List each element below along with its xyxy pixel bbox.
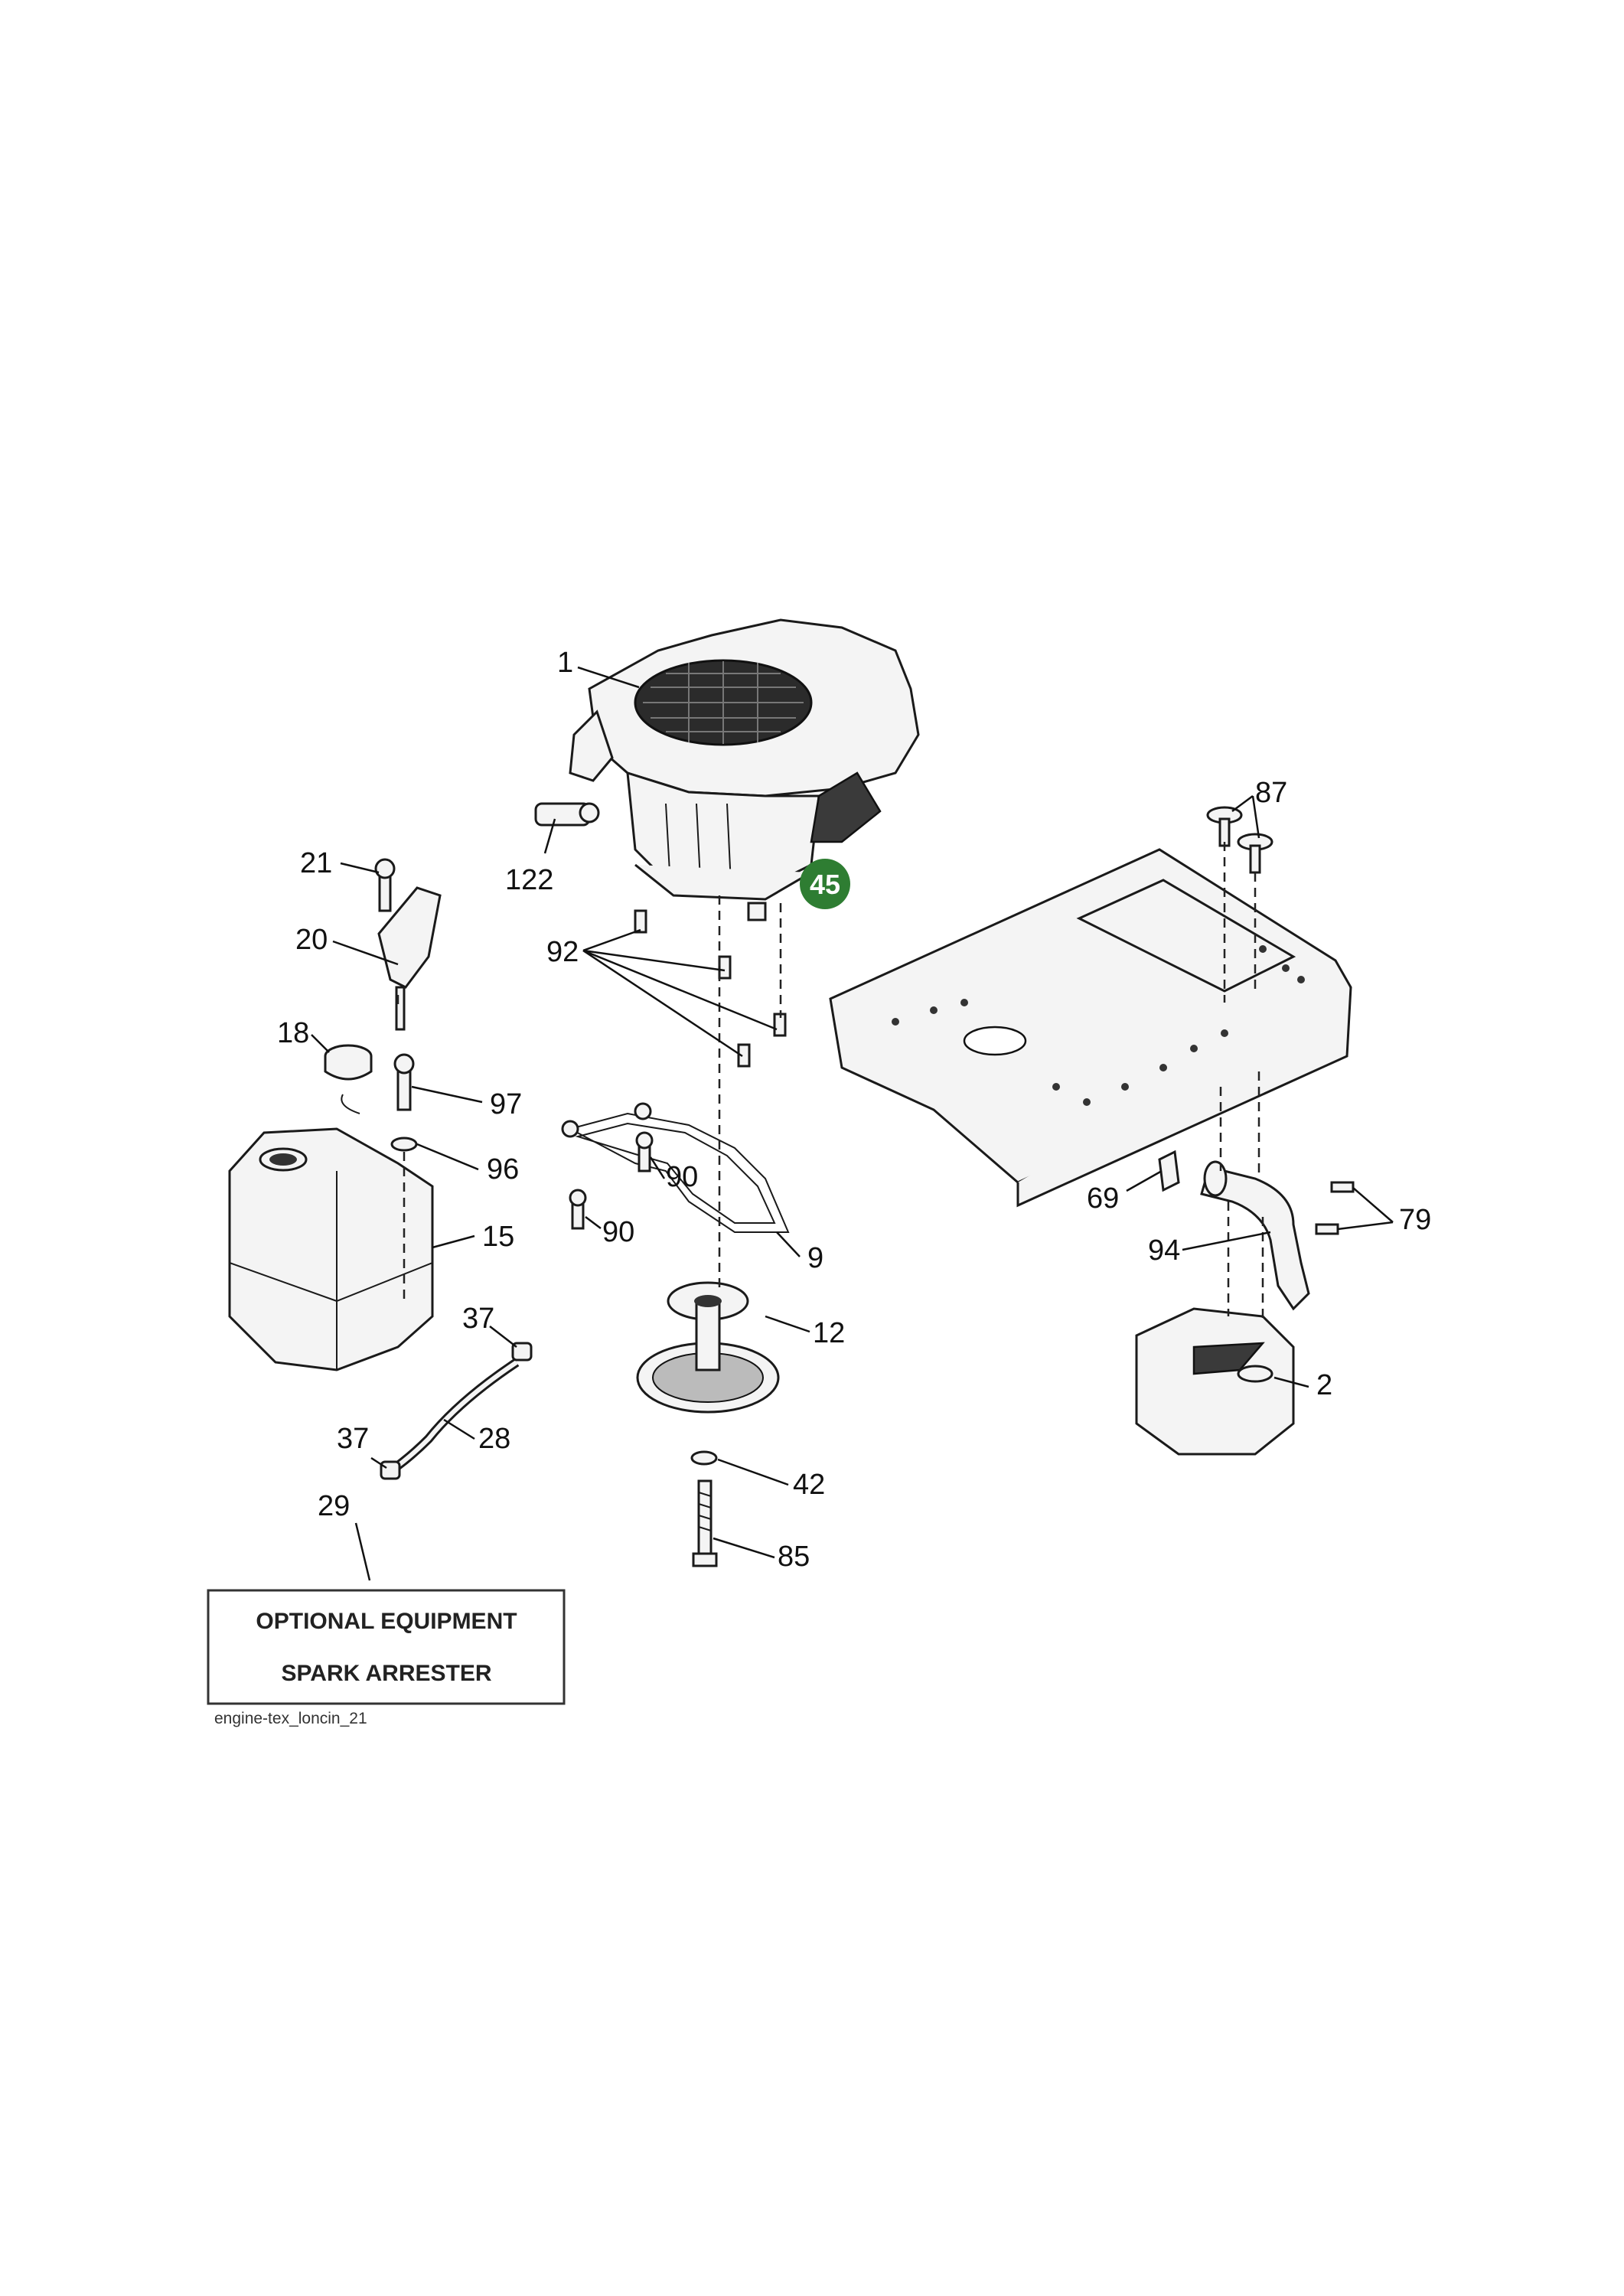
optional-equipment-box: OPTIONAL EQUIPMENT SPARK ARRESTER bbox=[207, 1589, 566, 1705]
note-line-optional-equipment: OPTIONAL EQUIPMENT bbox=[256, 1609, 517, 1634]
bolt-97-washer-96 bbox=[390, 1053, 418, 1152]
part-122-handle bbox=[534, 802, 600, 827]
callout-2: 2 bbox=[1316, 1369, 1332, 1401]
muffler-2 bbox=[1135, 1307, 1295, 1456]
callout-29: 29 bbox=[318, 1490, 350, 1522]
bolts-92 bbox=[634, 909, 787, 1068]
callout-96: 96 bbox=[487, 1153, 519, 1186]
part-45-highlight-badge[interactable]: 45 bbox=[747, 859, 850, 921]
callout-42: 42 bbox=[793, 1469, 825, 1501]
fuel-line bbox=[380, 1342, 533, 1480]
callout-21: 21 bbox=[300, 847, 332, 879]
callout-37-upper: 37 bbox=[462, 1303, 494, 1335]
callout-92: 92 bbox=[546, 936, 579, 968]
callout-labels: 1 122 21 20 92 87 18 97 96 15 90 90 9 69… bbox=[277, 647, 1431, 1573]
callout-122: 122 bbox=[505, 864, 553, 896]
washer-42-bolt-85 bbox=[690, 1450, 718, 1567]
knobs-87 bbox=[1206, 806, 1273, 874]
chassis-plate bbox=[829, 848, 1352, 1208]
fuel-tank bbox=[228, 1127, 434, 1371]
callout-90-lower: 90 bbox=[602, 1216, 634, 1248]
callout-94: 94 bbox=[1148, 1234, 1180, 1267]
engine-assembly bbox=[569, 618, 920, 901]
callout-12: 12 bbox=[813, 1317, 845, 1349]
callout-79: 79 bbox=[1399, 1204, 1431, 1236]
callout-15: 15 bbox=[482, 1221, 514, 1253]
callout-1: 1 bbox=[557, 647, 573, 679]
fuel-cap-18 bbox=[324, 1044, 373, 1114]
callout-97: 97 bbox=[490, 1088, 522, 1120]
callout-28: 28 bbox=[478, 1423, 510, 1455]
diagram-caption: engine-tex_loncin_21 bbox=[214, 1710, 367, 1727]
callout-9: 9 bbox=[807, 1242, 823, 1274]
callout-18: 18 bbox=[277, 1017, 309, 1049]
assembly-lines bbox=[396, 842, 1264, 1324]
callout-69: 69 bbox=[1087, 1182, 1119, 1215]
leader-lines bbox=[311, 666, 1394, 1581]
callout-20: 20 bbox=[295, 924, 328, 956]
callout-85: 85 bbox=[778, 1541, 810, 1573]
part-45-label: 45 bbox=[810, 869, 840, 900]
callout-90-upper: 90 bbox=[666, 1161, 698, 1193]
pulley-12 bbox=[636, 1281, 780, 1414]
throttle-bracket bbox=[374, 858, 442, 1031]
callout-87: 87 bbox=[1255, 777, 1287, 809]
bolts-79 bbox=[1315, 1181, 1355, 1235]
callout-37-lower: 37 bbox=[337, 1423, 369, 1455]
belt-guide-9 bbox=[561, 1102, 790, 1233]
exhaust-pipe-94 bbox=[1158, 1150, 1310, 1311]
note-line-spark-arrester: SPARK ARRESTER bbox=[281, 1661, 491, 1686]
